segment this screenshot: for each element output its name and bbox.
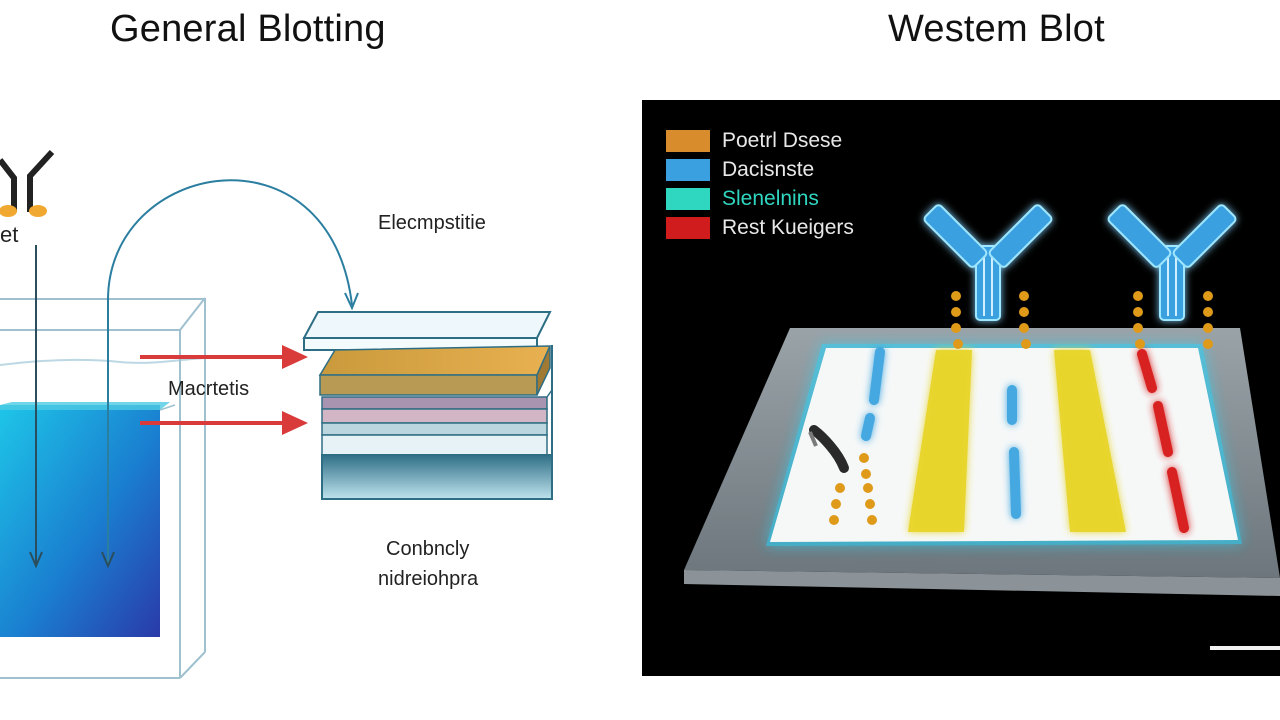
legend-swatch bbox=[666, 216, 710, 239]
electrode-wires bbox=[29, 179, 359, 569]
legend-swatch bbox=[666, 158, 710, 181]
label-conductivity-line2: nidreiohpra bbox=[378, 568, 479, 590]
legend-label: Poetrl Dsese bbox=[722, 128, 843, 152]
right-panel-title: Westem Blot bbox=[888, 8, 1105, 50]
legend-item: Dacisnste bbox=[666, 155, 854, 184]
left-panel-title: General Blotting bbox=[110, 8, 386, 50]
legend-label: Slenelnins bbox=[722, 186, 819, 210]
probe-tool-icon bbox=[808, 425, 849, 473]
transfer-arrow-upper bbox=[140, 345, 308, 369]
partial-label: et bbox=[0, 222, 19, 247]
scale-bar bbox=[1210, 646, 1280, 650]
western-blot-panel: Poetrl Dsese Dacisnste Slenelnins Rest K… bbox=[642, 100, 1280, 676]
legend: Poetrl Dsese Dacisnste Slenelnins Rest K… bbox=[666, 126, 854, 242]
legend-swatch bbox=[666, 129, 710, 152]
antibody-icon bbox=[0, 149, 55, 217]
general-blotting-diagram bbox=[0, 149, 553, 679]
label-electrophoresis: Elecmpstitie bbox=[378, 212, 486, 234]
membrane-plate bbox=[684, 328, 1280, 596]
western-blot-scene bbox=[684, 204, 1280, 596]
label-materials: Macrtetis bbox=[168, 378, 250, 400]
legend-label: Rest Kueigers bbox=[722, 215, 854, 239]
antibody-icon-right bbox=[1107, 204, 1237, 321]
legend-item: Slenelnins bbox=[666, 184, 854, 213]
blot-sandwich-stack bbox=[302, 311, 553, 500]
legend-label: Dacisnste bbox=[722, 157, 815, 181]
legend-swatch bbox=[666, 187, 710, 210]
label-conductivity-line1: Conbncly bbox=[386, 538, 470, 560]
transfer-arrow-lower bbox=[140, 411, 308, 435]
sample-dots bbox=[829, 291, 1213, 525]
lane-bands bbox=[861, 347, 1189, 533]
tank-outline bbox=[0, 297, 206, 679]
antibody-icon-left bbox=[923, 204, 1053, 321]
legend-item: Poetrl Dsese bbox=[666, 126, 854, 155]
legend-item: Rest Kueigers bbox=[666, 213, 854, 242]
